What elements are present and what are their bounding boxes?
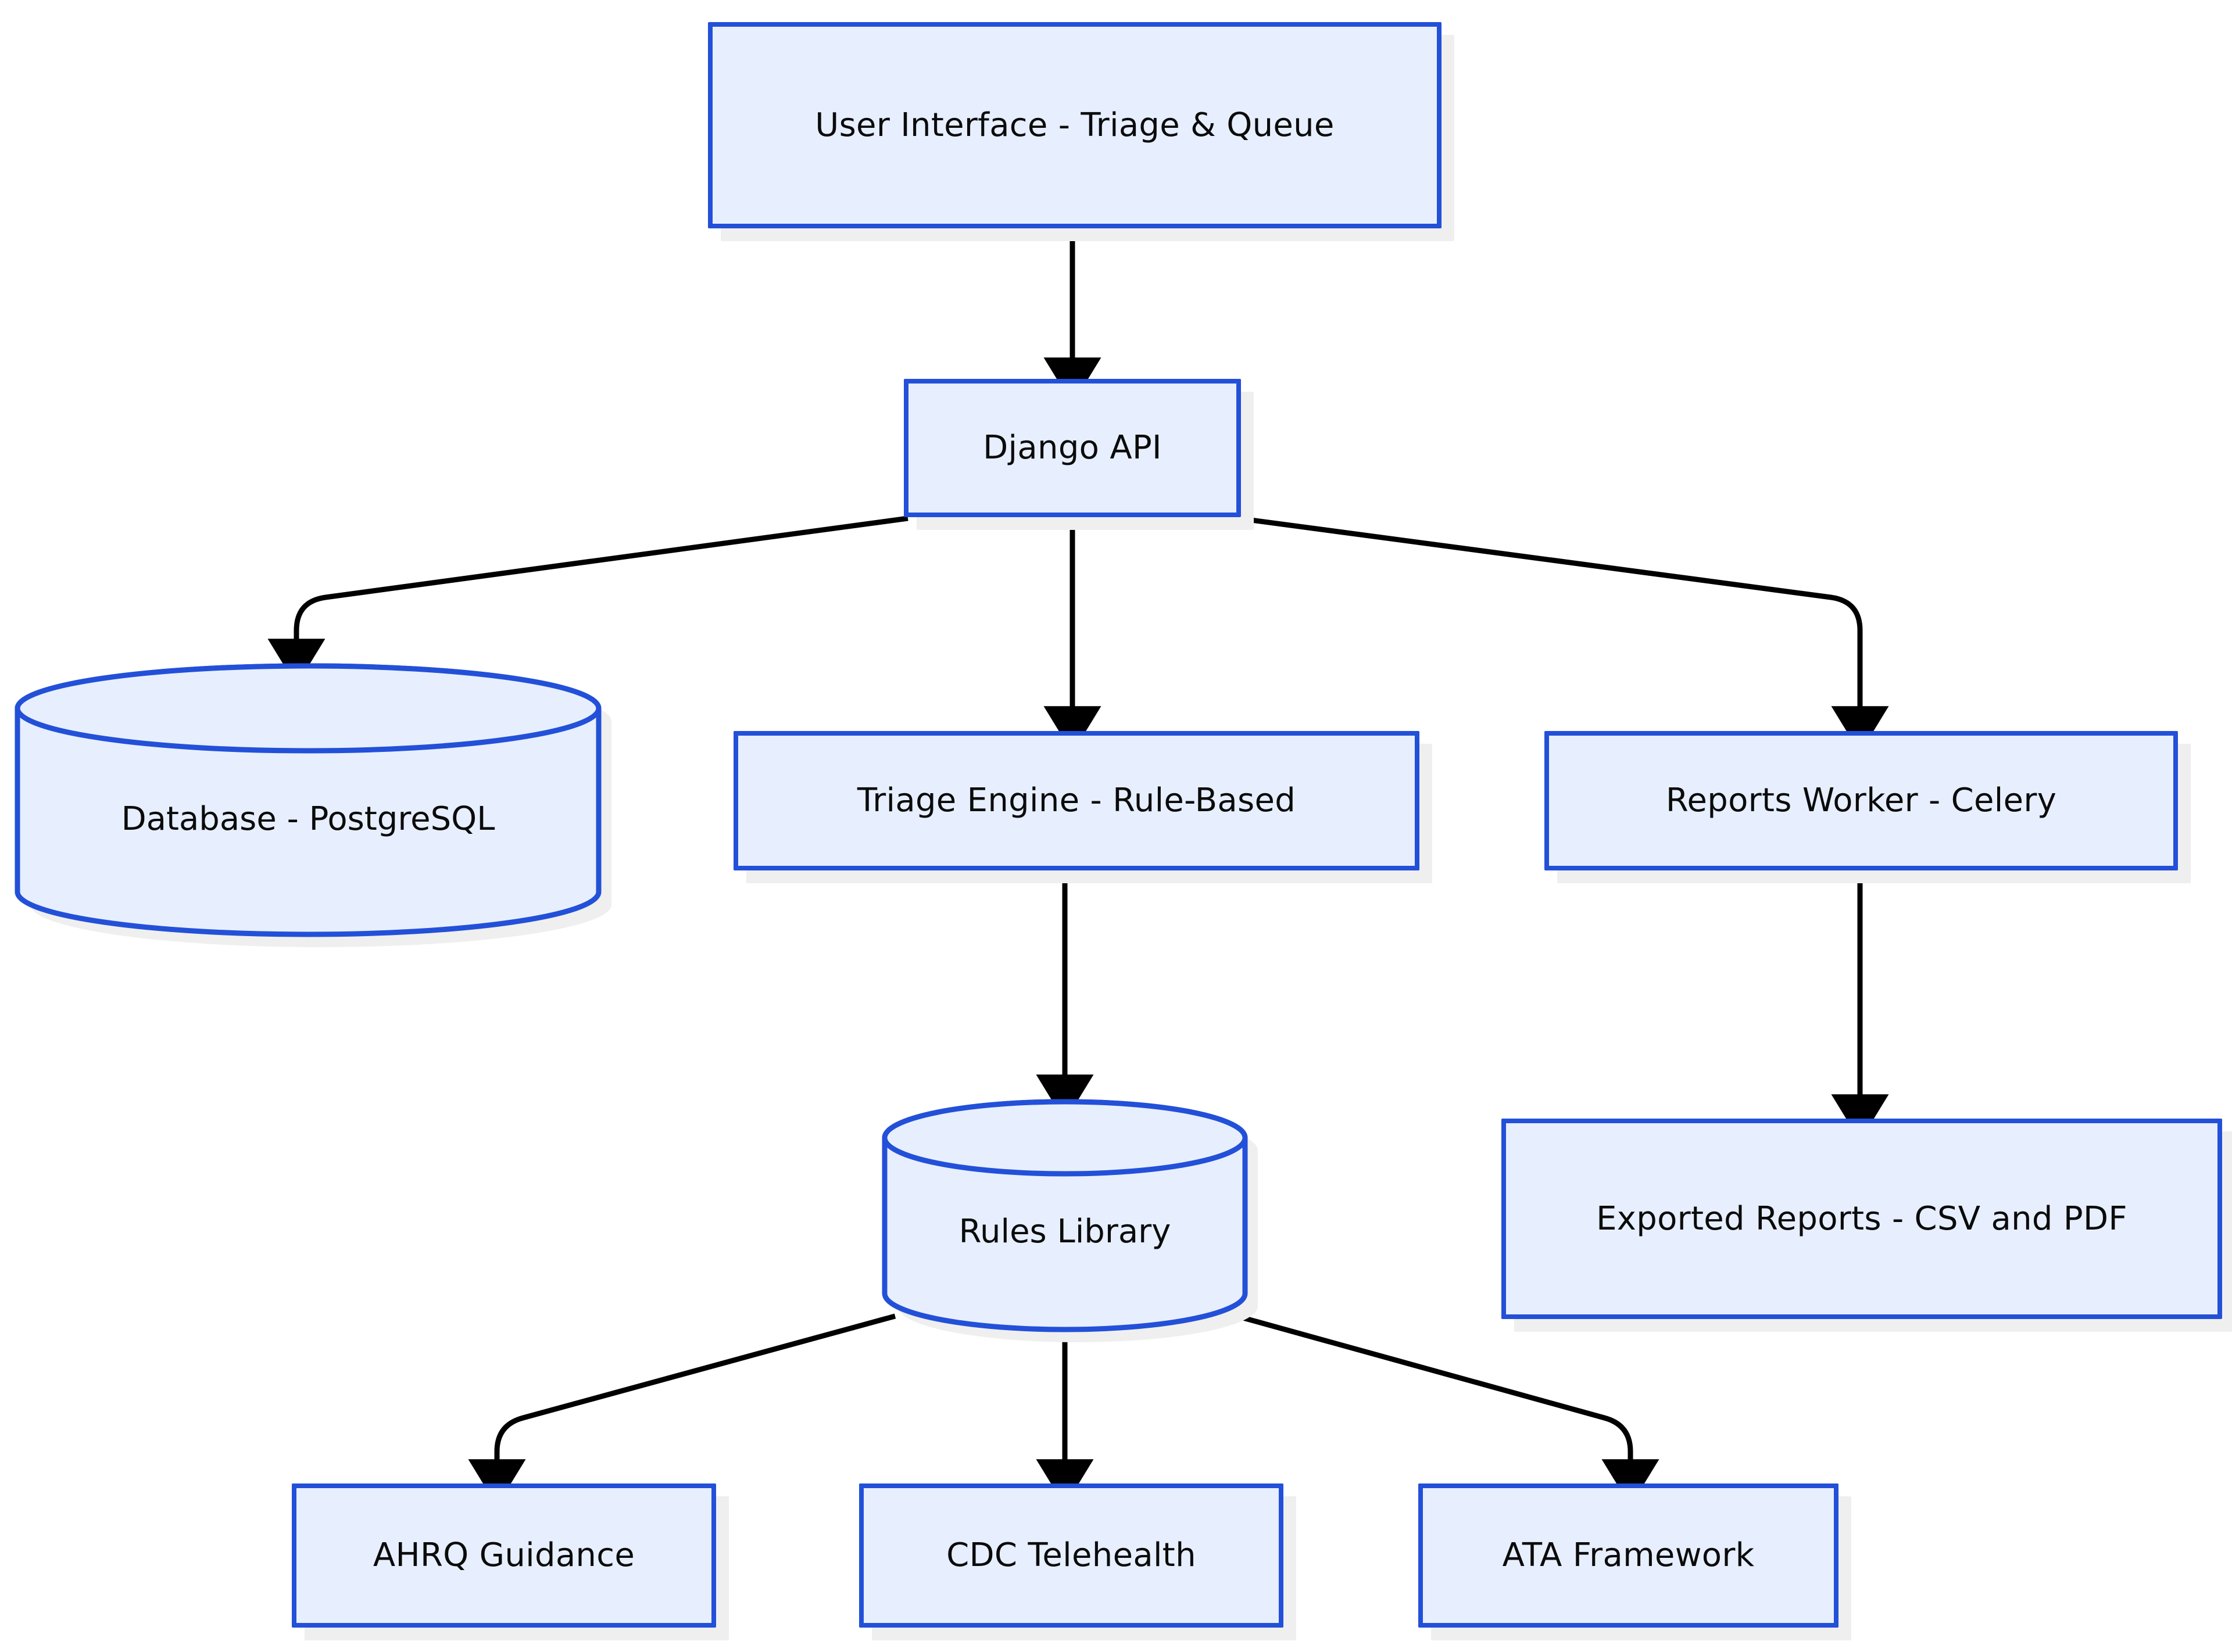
node-ata[interactable]: ATA Framework xyxy=(1418,1483,1838,1628)
node-label-ata: ATA Framework xyxy=(1502,1536,1755,1575)
node-label-exports: Exported Reports - CSV and PDF xyxy=(1596,1199,2127,1238)
node-label-api: Django API xyxy=(983,429,1162,467)
node-triage[interactable]: Triage Engine - Rule-Based xyxy=(734,731,1419,870)
cylinder-lid xyxy=(882,1099,1248,1177)
node-api[interactable]: Django API xyxy=(904,379,1241,517)
node-label-ui: User Interface - Triage & Queue xyxy=(815,106,1335,144)
node-label-ahrq: AHRQ Guidance xyxy=(373,1536,635,1575)
node-rules[interactable]: Rules Library xyxy=(882,1099,1258,1342)
node-worker[interactable]: Reports Worker - Celery xyxy=(1544,731,2178,870)
cylinder-shape-rules xyxy=(882,1099,1258,1342)
cylinder-shape-db xyxy=(15,663,611,947)
cylinder-lid xyxy=(15,663,602,754)
node-exports[interactable]: Exported Reports - CSV and PDF xyxy=(1501,1119,2222,1319)
node-label-triage: Triage Engine - Rule-Based xyxy=(857,782,1296,820)
node-ahrq[interactable]: AHRQ Guidance xyxy=(292,1483,716,1628)
node-label-worker: Reports Worker - Celery xyxy=(1665,782,2057,820)
node-label-cdc: CDC Telehealth xyxy=(946,1536,1196,1575)
node-cdc[interactable]: CDC Telehealth xyxy=(859,1483,1283,1628)
node-db[interactable]: Database - PostgreSQL xyxy=(15,663,611,947)
node-ui[interactable]: User Interface - Triage & Queue xyxy=(708,22,1442,228)
